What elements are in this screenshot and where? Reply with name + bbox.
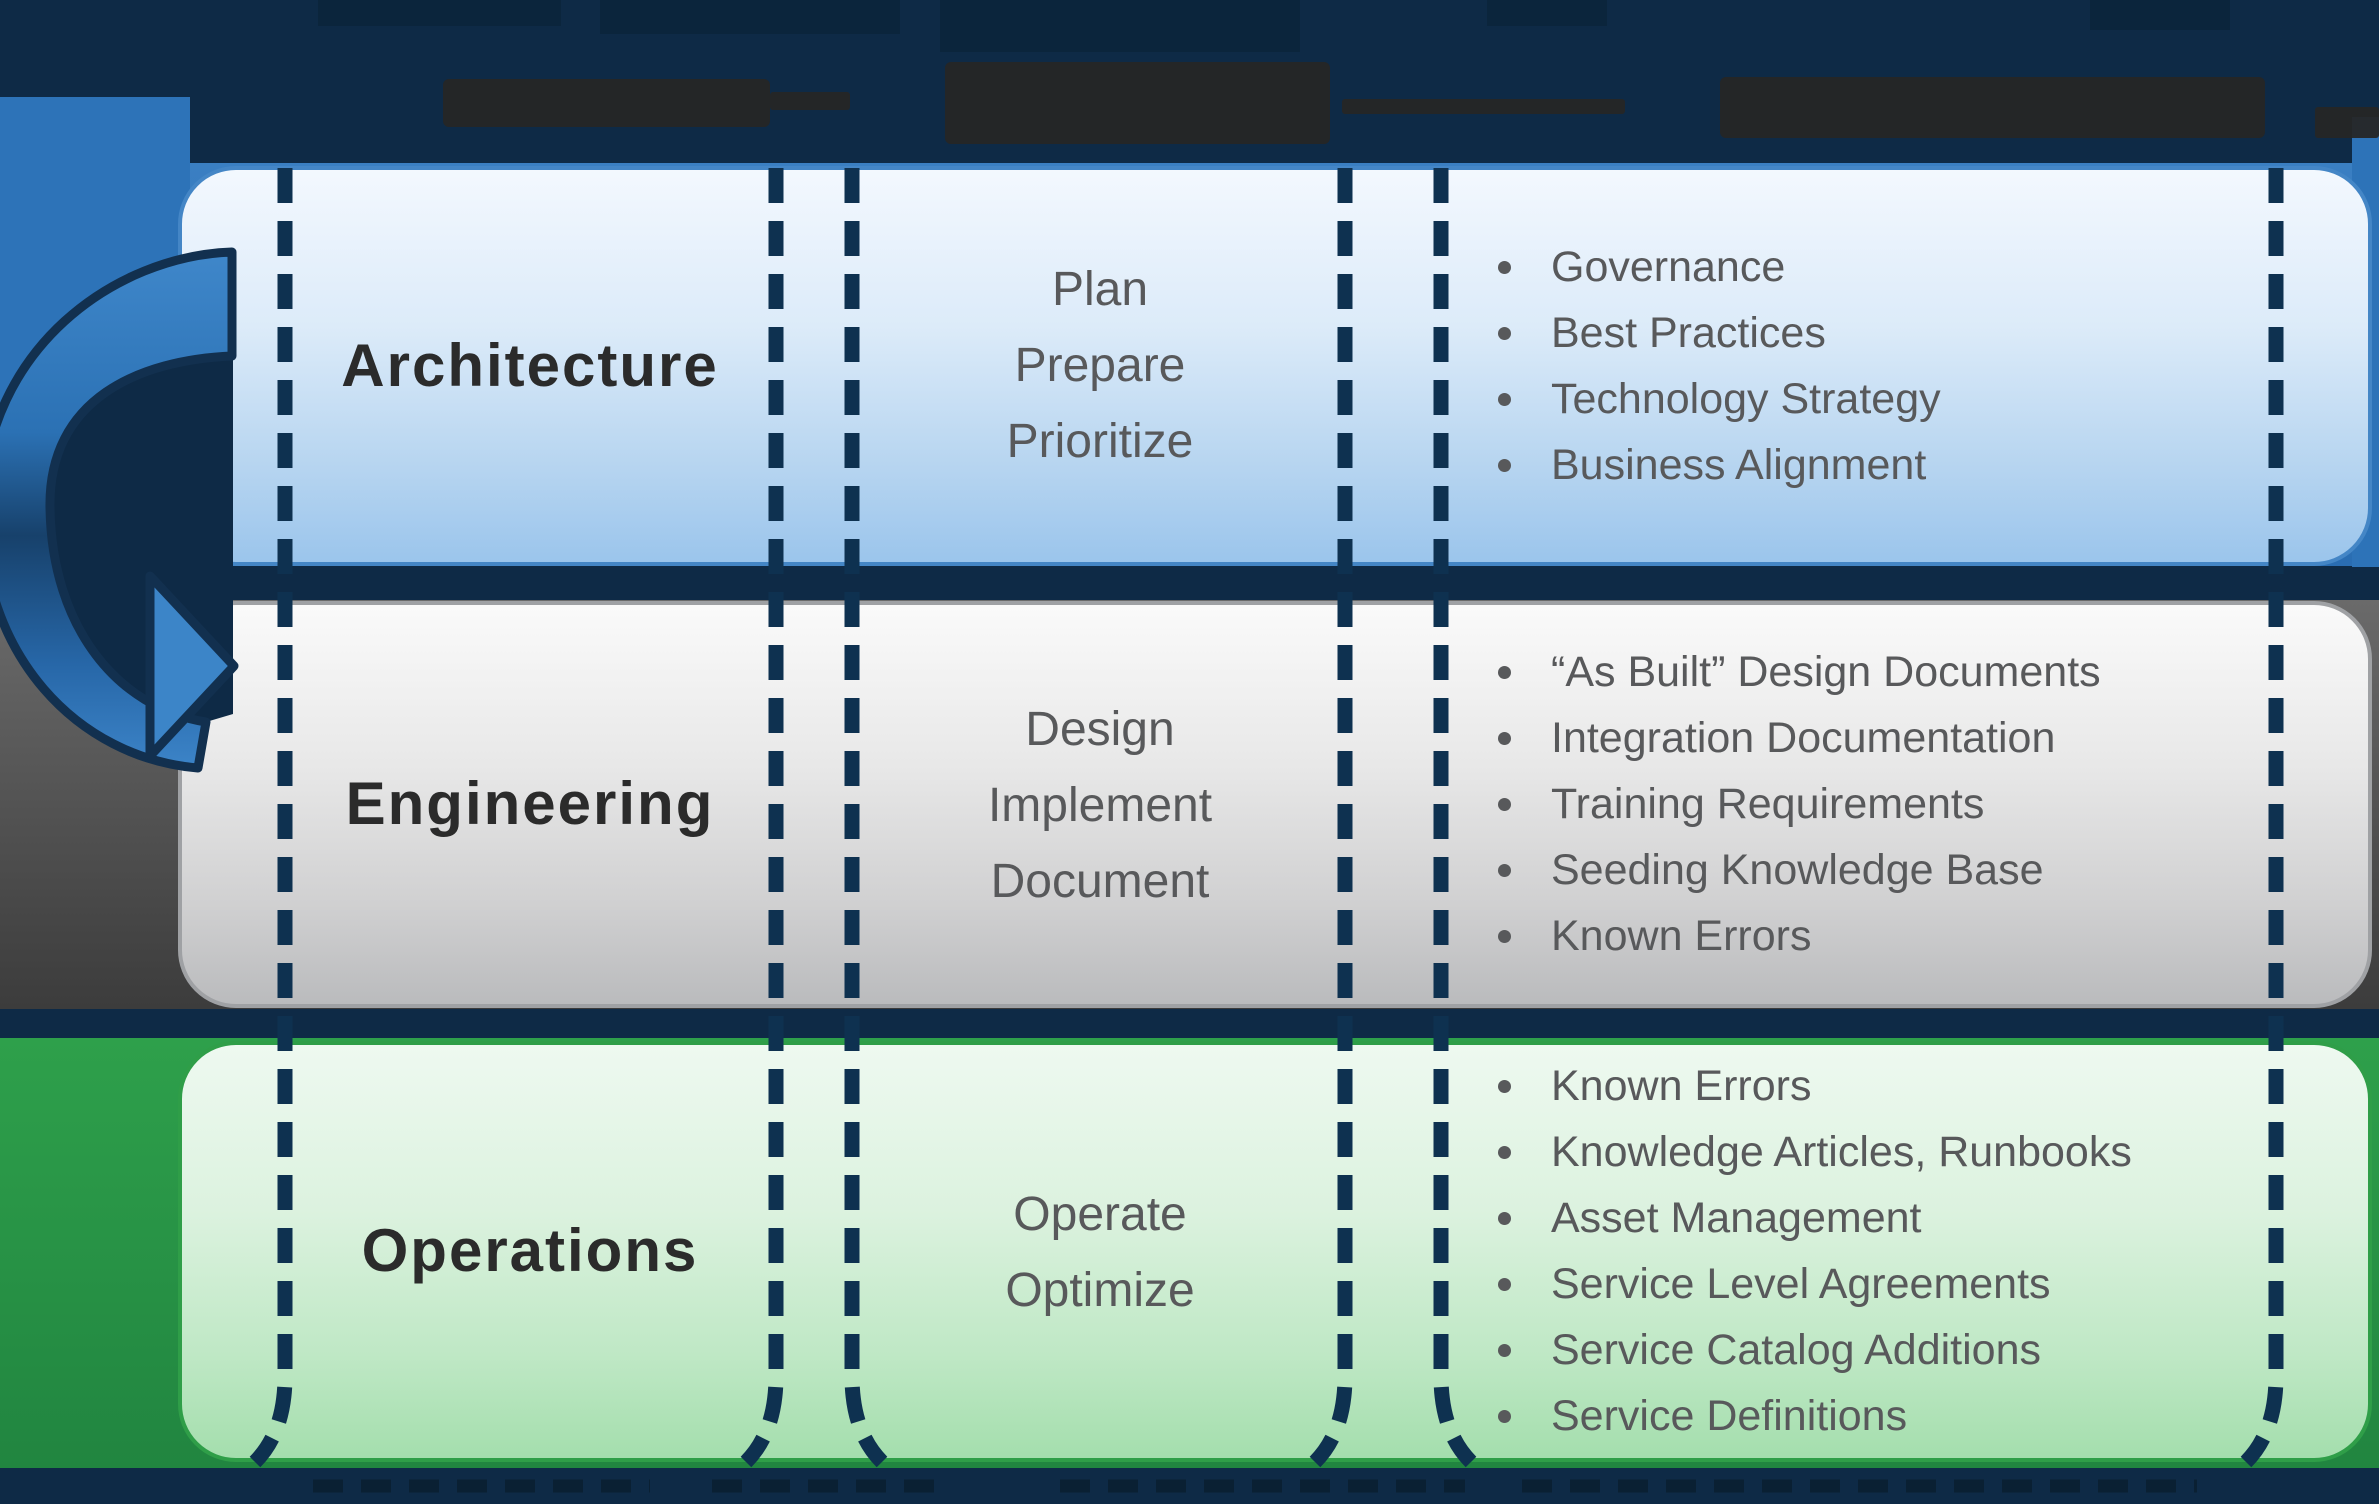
bullet-text: Governance [1551, 242, 1786, 291]
faint-header-mark [1487, 0, 1607, 26]
faint-header-mark [2090, 0, 2230, 30]
faint-header-mark [600, 0, 900, 34]
redacted-text-block [1720, 77, 2265, 138]
bullet-item: Service Definitions [1498, 1383, 2298, 1449]
divider-col2-a [1309, 168, 1353, 1468]
bullet-dot [1498, 392, 1511, 406]
bullet-text: Service Catalog Additions [1551, 1325, 2042, 1374]
bullet-dot [1498, 458, 1511, 472]
faint-header-mark [318, 0, 561, 26]
bullet-item: Training Requirements [1498, 771, 2298, 837]
function-line: Operate [1013, 1188, 1187, 1241]
bullet-text: Known Errors [1551, 911, 1812, 960]
bullet-item: Asset Management [1498, 1185, 2298, 1251]
bullet-item: Known Errors [1498, 1053, 2298, 1119]
divider-col2-b [1433, 168, 1477, 1468]
bullet-text: Training Requirements [1551, 779, 1985, 828]
redacted-text-block [945, 62, 1330, 144]
bullet-item: Seeding Knowledge Base [1498, 837, 2298, 903]
divider-col1-b [844, 168, 888, 1468]
function-line: Plan [1051, 263, 1149, 316]
bullet-dot [1498, 1409, 1511, 1423]
faint-header-mark [940, 0, 1300, 52]
bullet-item: Service Level Agreements [1498, 1251, 2298, 1317]
function-line: Prepare [1014, 339, 1186, 392]
bullet-text: Knowledge Articles, Runbooks [1551, 1127, 2132, 1176]
bullet-dot [1498, 326, 1511, 340]
bullet-item: “As Built” Design Documents [1498, 639, 2298, 705]
function-line: Design [1025, 703, 1175, 756]
bullet-text: Technology Strategy [1551, 374, 1941, 423]
bullet-item: Technology Strategy [1498, 366, 2298, 432]
bullet-text: Known Errors [1551, 1061, 1812, 1110]
bullet-dot [1498, 929, 1511, 943]
divider-col1-a [740, 168, 784, 1468]
bullet-dot [1498, 863, 1511, 877]
bullet-item: Integration Documentation [1498, 705, 2298, 771]
bullet-dot [1498, 797, 1511, 811]
row-engineering [178, 601, 2372, 1008]
bullet-item: Service Catalog Additions [1498, 1317, 2298, 1383]
row-label-engineering: Engineering [345, 770, 715, 837]
divider-right [2240, 168, 2284, 1468]
function-line: Document [990, 855, 1210, 908]
bullet-text: Integration Documentation [1551, 713, 2056, 762]
redacted-text-block [2315, 107, 2379, 138]
redacted-text-block [1342, 99, 1625, 114]
bullet-item: Business Alignment [1498, 432, 2298, 498]
bullet-item: Knowledge Articles, Runbooks [1498, 1119, 2298, 1185]
bullet-dot [1498, 1211, 1511, 1225]
function-line: Prioritize [1006, 415, 1194, 468]
bullet-dot [1498, 1277, 1511, 1291]
bullet-item: Best Practices [1498, 300, 2298, 366]
redacted-text-block [770, 92, 850, 110]
bullet-dot [1498, 731, 1511, 745]
divider-left [249, 168, 293, 1468]
bullet-text: Seeding Knowledge Base [1551, 845, 2044, 894]
arrow-head [145, 571, 239, 761]
bullet-text: Service Level Agreements [1551, 1259, 2051, 1308]
bullet-dot [1498, 665, 1511, 679]
bullet-dot [1498, 260, 1511, 274]
row-operations [178, 1041, 2372, 1462]
bullet-text: Business Alignment [1551, 440, 1927, 489]
bullet-item: Governance [1498, 234, 2298, 300]
row-label-architecture: Architecture [341, 332, 719, 399]
redacted-text-block [443, 79, 770, 127]
bullet-text: Best Practices [1551, 308, 1826, 357]
function-line: Implement [987, 779, 1213, 832]
row-architecture [178, 166, 2372, 566]
bullet-dot [1498, 1079, 1511, 1093]
bullet-text: “As Built” Design Documents [1551, 647, 2101, 696]
bullet-dot [1498, 1145, 1511, 1159]
bullet-item: Known Errors [1498, 903, 2298, 969]
bullet-dot [1498, 1343, 1511, 1357]
bullet-text: Service Definitions [1551, 1391, 1908, 1440]
arrow-band [0, 247, 237, 773]
function-line: Optimize [1005, 1264, 1195, 1317]
bullet-text: Asset Management [1551, 1193, 1922, 1242]
row-label-operations: Operations [361, 1217, 699, 1284]
